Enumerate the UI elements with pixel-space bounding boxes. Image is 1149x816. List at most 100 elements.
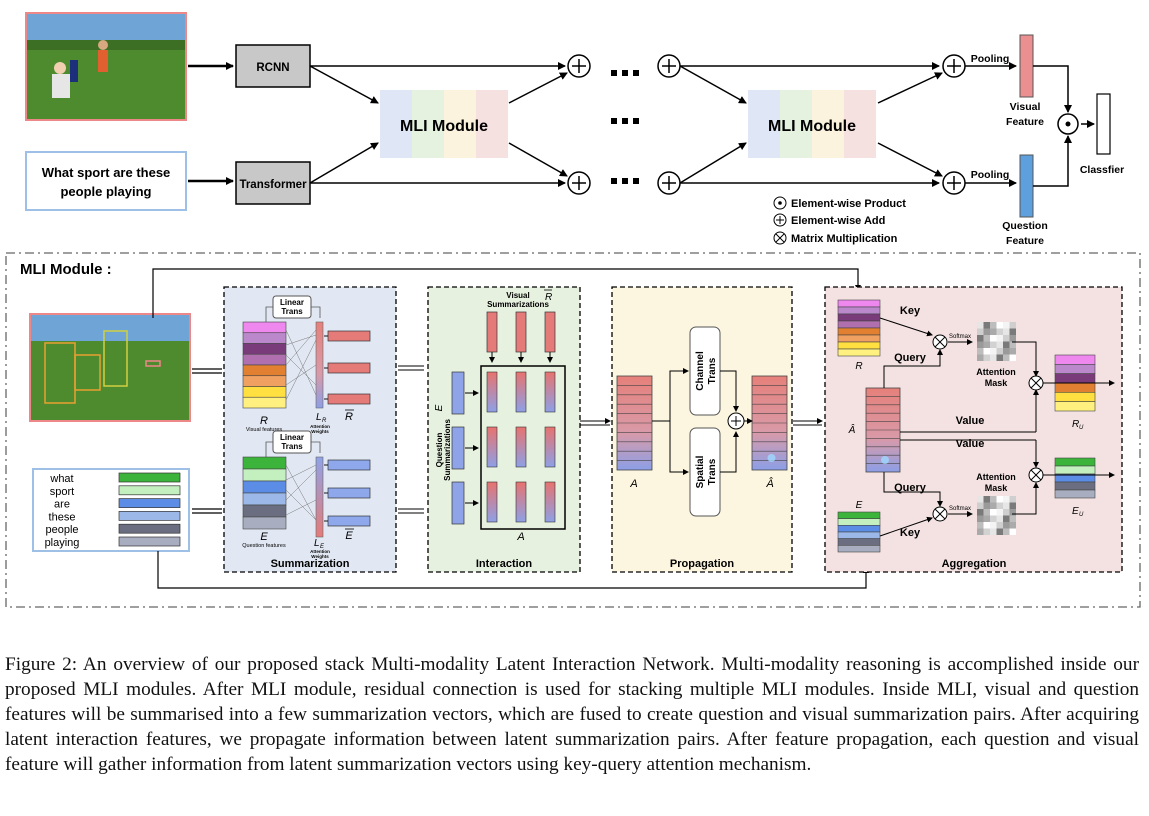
le-subscript: E	[320, 544, 325, 550]
word-embedding-bar	[118, 511, 181, 521]
mask-cell	[996, 522, 1003, 529]
attention-weights-label-e: Attention	[310, 549, 330, 554]
summary-bar	[327, 515, 371, 527]
feature-row	[1054, 373, 1096, 384]
feature-row	[837, 518, 881, 526]
feature-row	[837, 327, 881, 336]
linear-trans-text-2: Trans	[281, 307, 303, 316]
linear-trans-box-top: Linear Trans	[272, 295, 312, 319]
question-features-label: Question features	[242, 543, 286, 549]
interaction-cell	[515, 371, 527, 413]
word-embedding-bar	[118, 536, 181, 547]
agg-e-stack	[837, 511, 881, 553]
key-label-top: Key	[900, 305, 921, 317]
mask-cell	[1003, 496, 1010, 503]
mask-cell	[1009, 341, 1016, 348]
interaction-matrix-frame	[480, 365, 566, 530]
add-symbol	[942, 54, 966, 78]
mask-cell	[1009, 328, 1016, 335]
mask-cell	[996, 328, 1003, 335]
channel-trans-box: Channel Trans	[689, 326, 721, 416]
eu-symbol: E	[1072, 506, 1079, 517]
mask-cell	[983, 354, 990, 361]
mask-cell	[996, 348, 1003, 355]
matmul-symbol	[1028, 375, 1044, 391]
question-summ-label-2: Summarizations	[443, 419, 452, 481]
linear-trans-text: Linear	[280, 433, 304, 442]
mask-cell	[1003, 328, 1010, 335]
aggregation-label: Aggregation	[942, 558, 1007, 570]
mask-cell	[977, 341, 984, 348]
mask-cell	[983, 328, 990, 335]
linear-trans-box-bottom: Linear Trans	[272, 430, 312, 454]
visual-feature-label-2: Feature	[1006, 116, 1044, 128]
mask-cell	[1003, 528, 1010, 535]
mask-cell	[977, 515, 984, 522]
mask-cell	[977, 354, 984, 361]
interaction-cell	[515, 426, 527, 468]
propagation-label: Propagation	[670, 558, 734, 570]
mask-cell	[996, 528, 1003, 535]
visual-features-label: Visual features	[246, 427, 283, 433]
mask-cell	[977, 335, 984, 342]
matmul-symbol	[932, 334, 948, 350]
attention-weights-label-2: Weights	[311, 429, 329, 434]
mask-cell	[996, 515, 1003, 522]
word-label: sport	[50, 486, 74, 498]
question-summary	[451, 426, 465, 470]
prop-ahat-symbol: Â	[765, 477, 773, 490]
key-label-bottom: Key	[900, 527, 921, 539]
ellipsis-dots	[611, 70, 639, 184]
mask-cell	[977, 348, 984, 355]
interaction-cell	[486, 426, 498, 468]
spatial-label-2: Trans	[707, 458, 718, 485]
question-line-2: people playing	[60, 184, 151, 199]
caption-line: Figure 2: An overview of our proposed st…	[5, 654, 941, 675]
mask-cell	[990, 354, 997, 361]
mask-cell	[996, 322, 1003, 329]
feature-row	[242, 375, 287, 387]
feature-row	[242, 456, 287, 470]
attention-mask-label-bottom: Attention	[976, 472, 1016, 482]
visual-attention-weights	[315, 321, 324, 409]
legend-matmul: Matrix Multiplication	[791, 233, 898, 245]
attention-weights-label-e-2: Weights	[311, 554, 329, 559]
add-symbol	[567, 171, 591, 195]
classifier-box	[1096, 93, 1111, 155]
mask-cell	[996, 509, 1003, 516]
interaction-cell	[544, 481, 556, 523]
mask-cell	[996, 496, 1003, 503]
interaction-grid	[451, 311, 566, 530]
mask-cell	[977, 509, 984, 516]
value-label-bottom: Value	[956, 438, 985, 450]
mask-cell	[977, 502, 984, 509]
feature-row	[242, 364, 287, 377]
mask-cell	[1009, 335, 1016, 342]
mask-cell	[983, 335, 990, 342]
interaction-cell	[544, 371, 556, 413]
question-feature-stack	[242, 456, 287, 530]
agg-r-stack	[837, 299, 881, 357]
mli-detail-frame	[5, 252, 1141, 608]
mask-cell	[990, 528, 997, 535]
word-label: people	[45, 524, 78, 536]
spatial-trans-box: Spatial Trans	[689, 427, 721, 517]
word-embedding-bar	[118, 472, 181, 483]
feature-row	[242, 516, 287, 530]
mask-cell	[977, 328, 984, 335]
a-symbol: A	[516, 531, 524, 543]
mask-cell	[1009, 496, 1016, 503]
mask-cell	[1003, 509, 1010, 516]
feature-row	[837, 348, 881, 357]
add-symbol	[657, 171, 681, 195]
feature-row	[242, 343, 287, 355]
visual-summ-label: Visual	[506, 291, 529, 300]
matmul-symbol	[932, 506, 948, 522]
query-label-bottom: Query	[894, 482, 927, 494]
mli-module-block-1: MLI Module	[380, 90, 508, 158]
le-symbol: L	[314, 538, 320, 549]
summary-bar	[327, 362, 371, 374]
highlight-spot	[881, 456, 889, 464]
add-symbol	[942, 171, 966, 195]
feature-row	[837, 313, 881, 322]
